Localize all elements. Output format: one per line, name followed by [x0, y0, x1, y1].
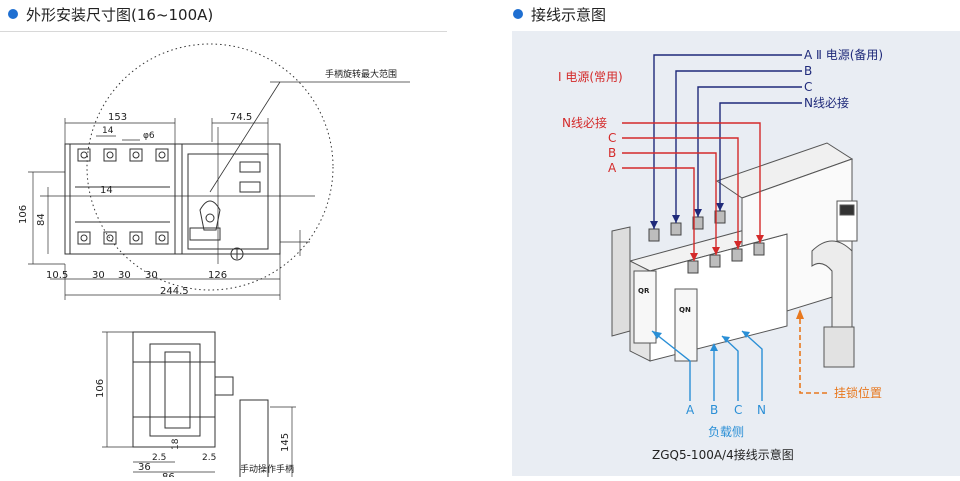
label-load-n: N: [757, 403, 766, 417]
dim-36: 36: [138, 462, 151, 473]
label-c2: C: [804, 80, 812, 94]
label-n2: N线必接: [804, 95, 849, 110]
dim-14-mid: 14: [100, 185, 113, 196]
label-a1: A: [608, 161, 617, 175]
label-load-b: B: [710, 403, 718, 417]
center-lines: [40, 127, 315, 264]
top-dimensions: [64, 118, 269, 154]
dim-126: 126: [208, 270, 227, 281]
dim-153: 153: [108, 112, 127, 123]
dim-18: 18: [171, 438, 181, 450]
side-dimensions: [102, 331, 296, 478]
wire-arrows-source-2: [650, 203, 724, 229]
wire-padlock: [799, 311, 830, 394]
label-a2-source: A Ⅱ 电源(备用): [804, 48, 883, 62]
dim-84: 84: [36, 213, 47, 226]
right-section-title: 接线示意图: [531, 5, 607, 24]
dim-10-5: 10.5: [46, 270, 68, 281]
dim-14-top: 14: [102, 126, 114, 136]
handle-caption: 手动操作手柄: [240, 463, 294, 475]
rotation-range-label: 手柄旋转最大范围: [325, 68, 397, 80]
dim-2-5-b: 2.5: [202, 453, 216, 463]
bottom-dimensions: [50, 254, 281, 300]
qn-label: QN: [679, 306, 691, 314]
wiring-diagram-panel: QR QN A Ⅱ 电源(备用) B: [512, 31, 960, 476]
label-padlock: 挂锁位置: [834, 385, 882, 400]
dim-244-5: 244.5: [160, 286, 189, 297]
left-dimensions: [28, 171, 65, 265]
dimension-drawing-panel: 手柄旋转最大范围: [0, 31, 447, 481]
dim-30-b: 30: [118, 270, 131, 281]
switch-front-view: [64, 143, 281, 261]
wires-source-1: [622, 122, 761, 261]
label-load-c: C: [734, 403, 742, 417]
dim-30-a: 30: [92, 270, 105, 281]
padlock-arrow: [796, 309, 804, 319]
qr-label: QR: [638, 287, 650, 295]
dim-2-5-a: 2.5: [152, 453, 166, 463]
wires-source-2: [653, 54, 802, 229]
dim-106: 106: [18, 205, 29, 224]
dim-side-106: 106: [95, 379, 106, 398]
wiring-diagram: QR QN A Ⅱ 电源(备用) B: [558, 48, 883, 462]
label-load-a: A: [686, 403, 695, 417]
dim-30-c: 30: [145, 270, 158, 281]
wire-arrows-load: [652, 331, 750, 351]
left-section-header: 外形安装尺寸图(16~100A): [8, 3, 213, 25]
rotation-range-circle: [86, 43, 334, 291]
dim-74-5: 74.5: [230, 112, 252, 123]
terminals-source-1: [687, 242, 765, 274]
dim-phi6: φ6: [143, 131, 155, 141]
switch-body: [611, 142, 858, 368]
label-b2: B: [804, 64, 812, 78]
label-n1: N线必接: [562, 115, 607, 130]
dim-86: 86: [162, 472, 175, 477]
terminals-source-2: [648, 210, 726, 242]
bullet-icon: [8, 9, 18, 19]
wire-arrows-source-1: [690, 235, 764, 261]
bullet-icon: [513, 9, 523, 19]
diagram-caption: ZGQ5-100A/4接线示意图: [652, 447, 794, 462]
left-section-title: 外形安装尺寸图(16~100A): [26, 5, 214, 24]
label-load-side: 负载侧: [708, 425, 744, 439]
right-section-header: 接线示意图: [513, 3, 606, 25]
label-c1: C: [608, 131, 616, 145]
dimension-drawing: 手柄旋转最大范围: [18, 43, 410, 481]
dim-145: 145: [280, 433, 291, 452]
label-b1: B: [608, 146, 616, 160]
label-source-1: Ⅰ 电源(常用): [558, 70, 623, 84]
